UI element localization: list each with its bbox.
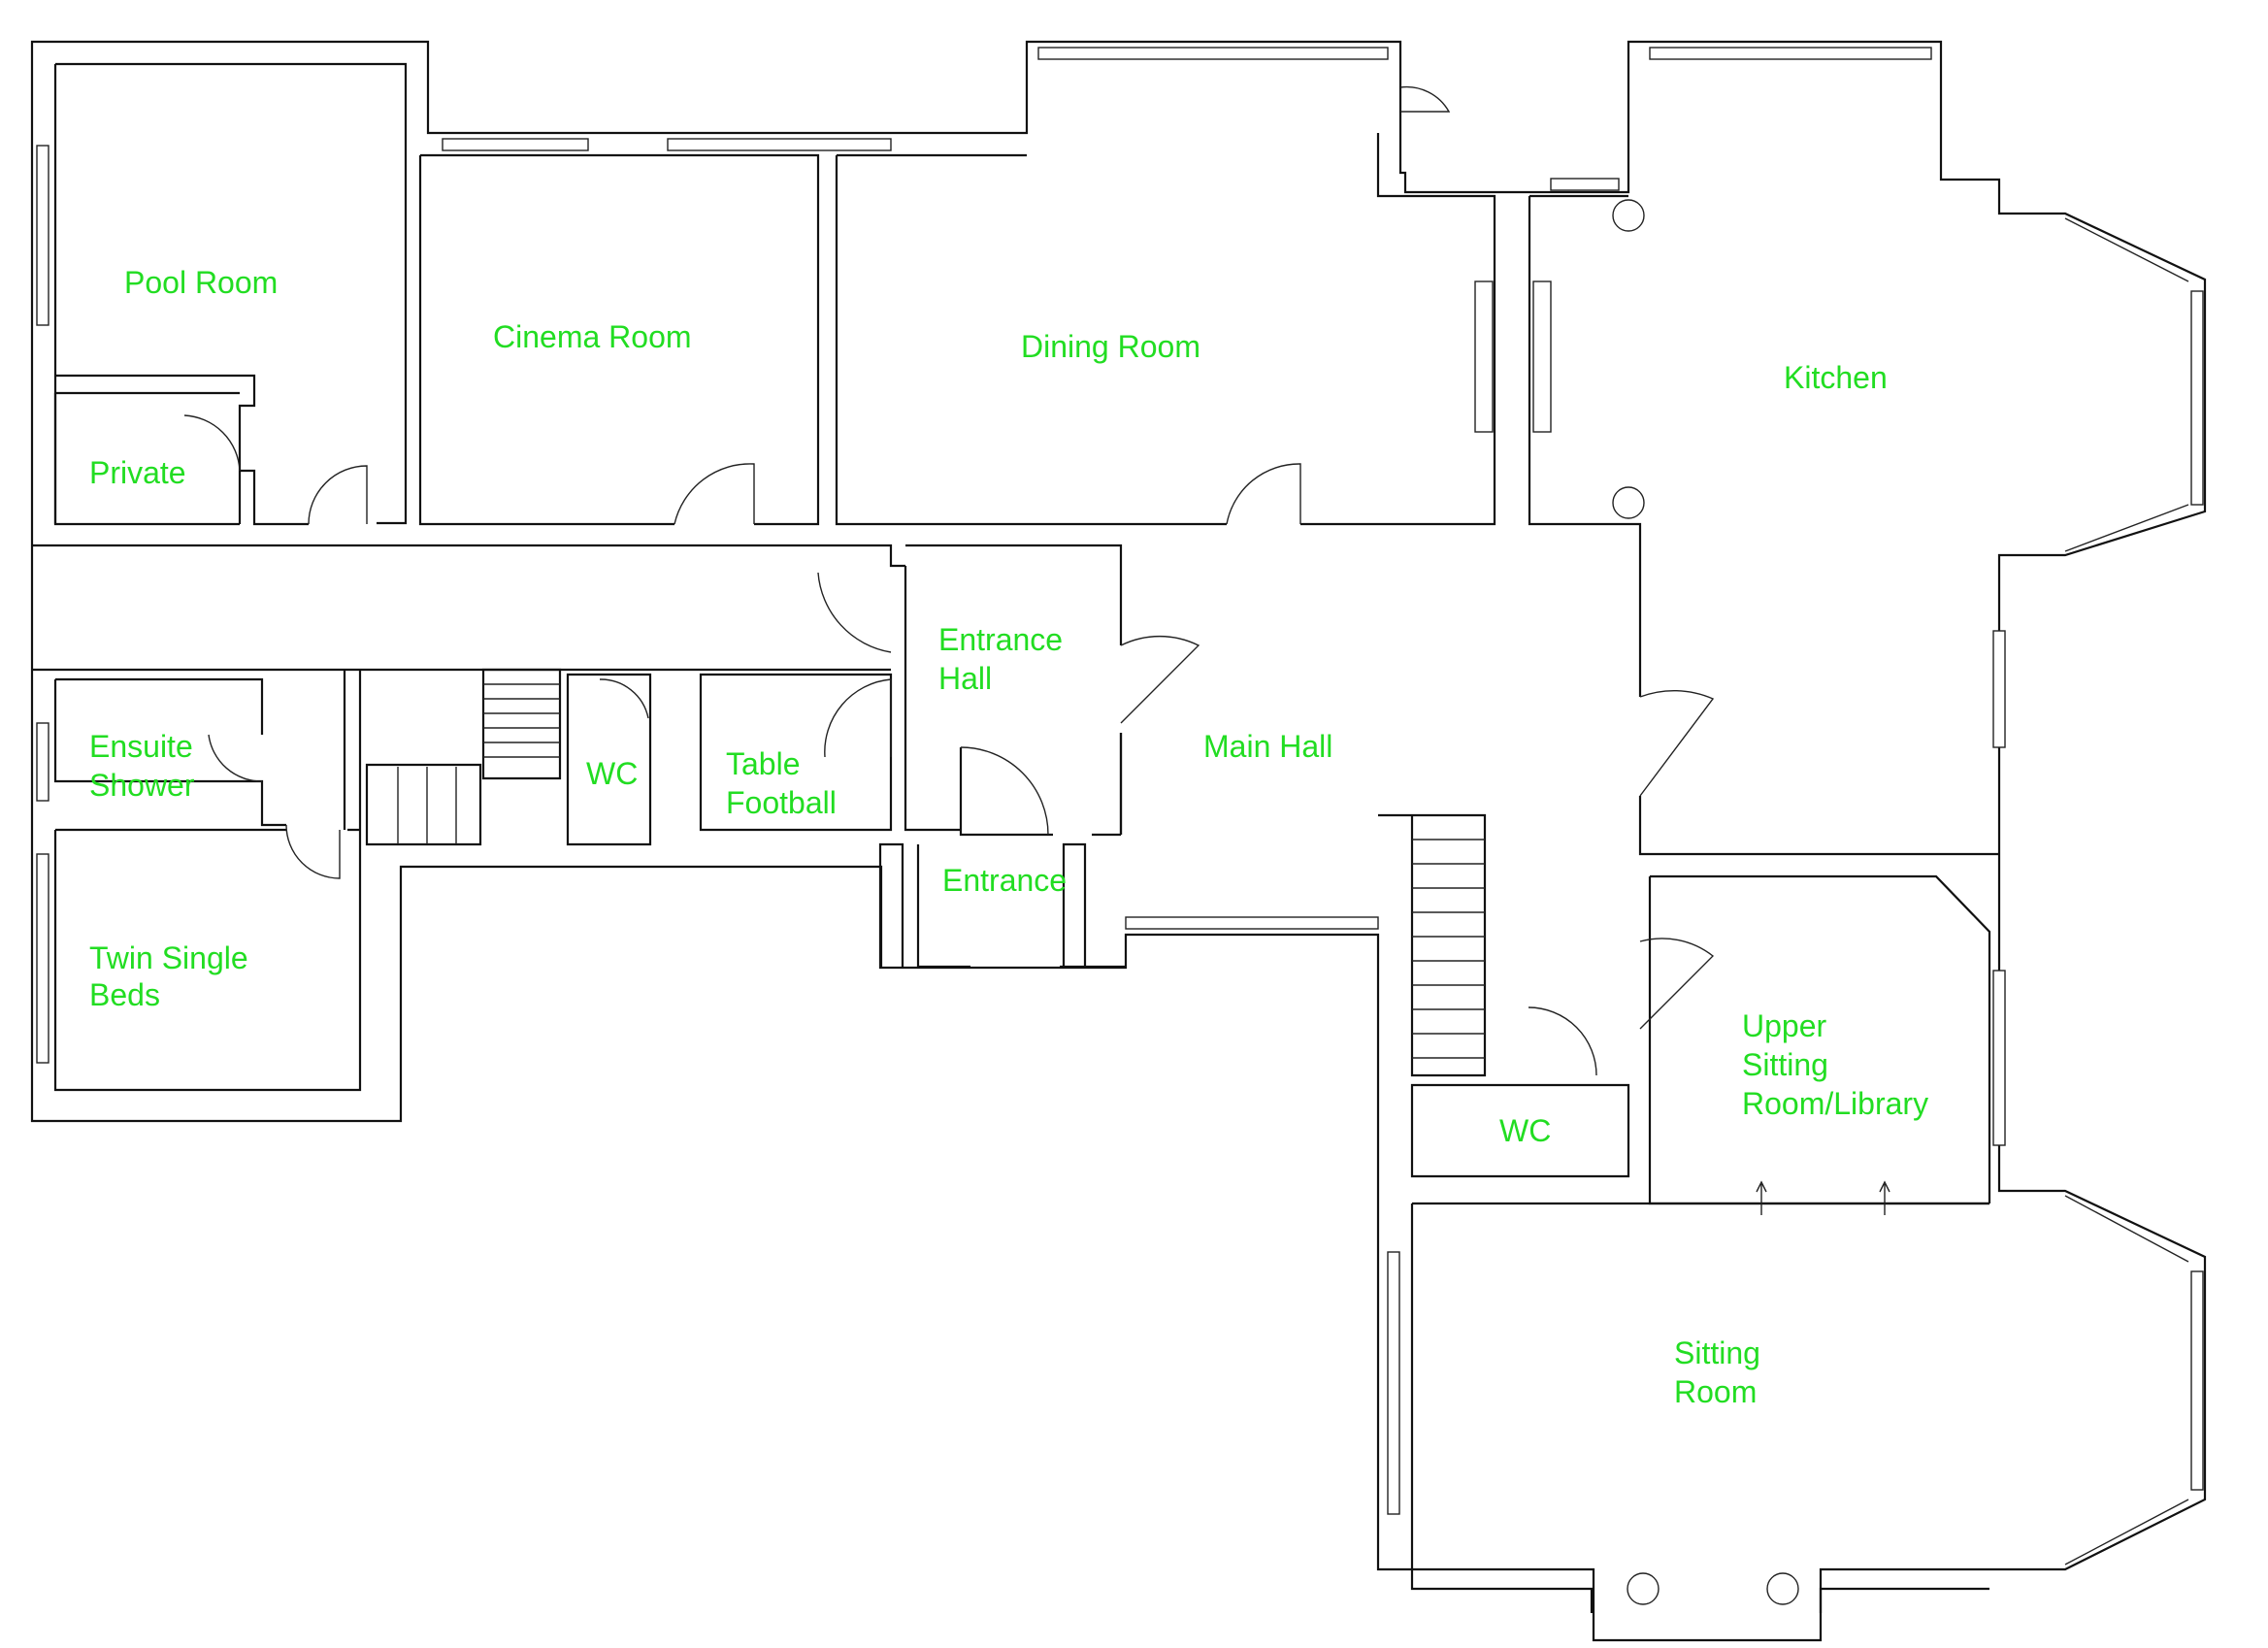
room-label-main-hall: Main Hall bbox=[1203, 729, 1332, 764]
wc-west-wall bbox=[566, 673, 893, 846]
room-label-kitchen: Kitchen bbox=[1784, 360, 1888, 395]
room-label-cinema-room: Cinema Room bbox=[493, 319, 692, 354]
door-wc-west bbox=[599, 678, 649, 719]
room-label-upper-sitting-line2: Sitting bbox=[1742, 1047, 1828, 1082]
window bbox=[442, 138, 589, 151]
corridor-wall bbox=[32, 544, 1123, 835]
door-main-hall bbox=[1120, 636, 1200, 724]
column-circle bbox=[1612, 199, 1645, 232]
room-label-entrance-hall-line1: Entrance bbox=[938, 622, 1063, 657]
door-kitchen bbox=[1639, 689, 1715, 797]
room-label-entrance: Entrance bbox=[942, 863, 1067, 898]
kitchen-wall bbox=[1528, 194, 1999, 856]
window bbox=[1125, 916, 1379, 930]
room-label-sitting-room-line1: Sitting bbox=[1674, 1335, 1760, 1370]
room-label-twin-single-beds-line1: Twin Single bbox=[89, 940, 248, 975]
door-dining-terrace bbox=[1399, 85, 1451, 113]
main-hall-stair-treads bbox=[1412, 839, 1485, 1059]
windows bbox=[36, 47, 2204, 1566]
door-private bbox=[183, 414, 241, 472]
door-wc-east bbox=[1528, 1006, 1597, 1076]
door-cinema-room bbox=[674, 463, 755, 525]
main-hall-stair-wall bbox=[1378, 813, 1487, 1077]
window bbox=[1387, 1251, 1400, 1515]
window bbox=[1550, 178, 1620, 191]
room-label-table-football-line1: Table bbox=[726, 746, 801, 781]
column-circle bbox=[1627, 1572, 1660, 1605]
room-label-wc-east: WC bbox=[1499, 1113, 1551, 1148]
entrance-hall-wall bbox=[904, 670, 1126, 969]
column-circle bbox=[1766, 1572, 1799, 1605]
outer-wall bbox=[30, 40, 2207, 1642]
stairs bbox=[397, 683, 1485, 1059]
room-label-sitting-room-line2: Room bbox=[1674, 1374, 1757, 1409]
window bbox=[1649, 47, 1932, 60]
room-label-ensuite-shower-line2: Shower bbox=[89, 768, 195, 803]
pool-room-wall bbox=[53, 374, 309, 526]
door-pool-room bbox=[308, 465, 368, 525]
window bbox=[36, 722, 49, 802]
door-bedroom bbox=[285, 824, 341, 879]
walls bbox=[30, 40, 2207, 1642]
doors bbox=[183, 85, 1715, 1076]
door-ensuite bbox=[208, 734, 263, 782]
room-label-wc-west: WC bbox=[586, 756, 638, 791]
window bbox=[2190, 1270, 2204, 1491]
window bbox=[1992, 970, 2006, 1146]
wc-east-wall bbox=[1410, 1083, 1630, 1178]
west-stair-treads bbox=[397, 683, 560, 844]
door-entrance-hall bbox=[817, 572, 892, 653]
fixtures bbox=[1612, 199, 1890, 1605]
column-circle bbox=[1612, 486, 1645, 519]
window bbox=[36, 145, 49, 326]
window bbox=[36, 853, 49, 1064]
room-label-upper-sitting-line1: Upper bbox=[1742, 1008, 1827, 1043]
door-dining-room bbox=[1226, 463, 1301, 525]
cinema-room-wall bbox=[418, 153, 820, 526]
window bbox=[1992, 630, 2006, 748]
door-table-football bbox=[824, 678, 892, 758]
window bbox=[667, 138, 892, 151]
window bbox=[1532, 280, 1552, 433]
room-label-entrance-hall-line2: Hall bbox=[938, 661, 992, 696]
room-label-dining-room: Dining Room bbox=[1021, 329, 1200, 364]
room-label-private: Private bbox=[89, 455, 186, 490]
room-label-table-football-line2: Football bbox=[726, 785, 837, 820]
up-arrow-icon bbox=[1879, 1180, 1890, 1215]
window bbox=[2190, 290, 2204, 506]
dining-room-wall bbox=[835, 133, 1496, 526]
room-label-pool-room: Pool Room bbox=[124, 265, 278, 300]
room-label-upper-sitting-line3: Room/Library bbox=[1742, 1086, 1928, 1121]
room-label-ensuite-shower-line1: Ensuite bbox=[89, 729, 193, 764]
up-arrow-icon bbox=[1756, 1180, 1767, 1215]
window bbox=[1474, 280, 1494, 433]
door-upper-sitting bbox=[1639, 938, 1715, 1030]
sitting-room-wall bbox=[1410, 1202, 1989, 1613]
room-label-twin-single-beds-line2: Beds bbox=[89, 977, 160, 1012]
room-labels: Pool Room Private Cinema Room Dining Roo… bbox=[89, 265, 1928, 1409]
window bbox=[1037, 47, 1389, 60]
door-entrance bbox=[960, 746, 1049, 836]
